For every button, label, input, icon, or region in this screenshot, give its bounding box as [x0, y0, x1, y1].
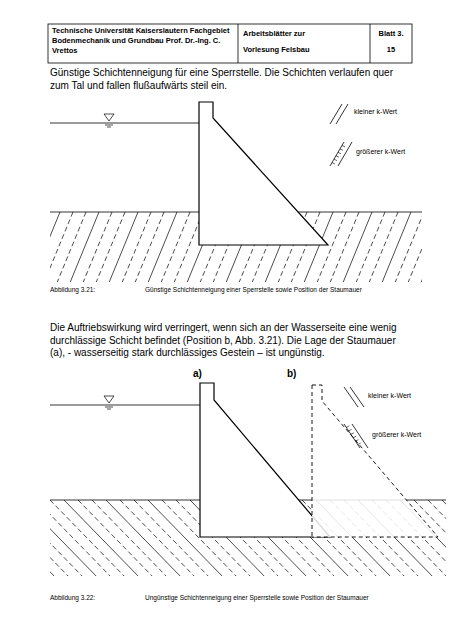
header-cell: Technische Universität Kaiserslautern Fa…	[52, 26, 232, 55]
water-line	[50, 123, 199, 124]
position-label: b)	[287, 368, 307, 381]
legend-sample-hatch	[332, 145, 361, 444]
header-cell: Arbeitsblätter zur Vorlesung Felsbau	[243, 26, 335, 58]
figure-caption: Ungünstige Schichtenneigung einer Sperrs…	[145, 594, 415, 602]
dam-position-a	[200, 383, 330, 537]
figure-caption: Günstige Schichtenneigung einer Sperrste…	[145, 286, 415, 294]
figure-caption: Abbildung 3.21:	[50, 286, 140, 294]
legend-text: kleiner k-Wert	[354, 108, 397, 117]
body-text: Die Auftriebswirkung wird verringert, we…	[50, 322, 412, 360]
dam-position-b	[312, 385, 438, 537]
legend-text: größerer k-Wert	[372, 431, 421, 440]
legend-sample	[330, 104, 368, 448]
water-level-symbol	[104, 114, 114, 127]
legend-text: größerer k-Wert	[356, 148, 405, 157]
water-line	[50, 405, 200, 406]
water-level-symbol	[104, 396, 114, 409]
position-label: a)	[193, 368, 213, 381]
header-cell: Blatt 3. 15	[374, 26, 408, 58]
dam	[199, 102, 328, 245]
legend-text: kleiner k-Wert	[368, 392, 411, 401]
figure-caption: Abbildung 3.22:	[50, 594, 140, 602]
header-table	[48, 24, 412, 63]
body-text: Günstige Schichtenneigung für eine Sperr…	[50, 67, 412, 92]
